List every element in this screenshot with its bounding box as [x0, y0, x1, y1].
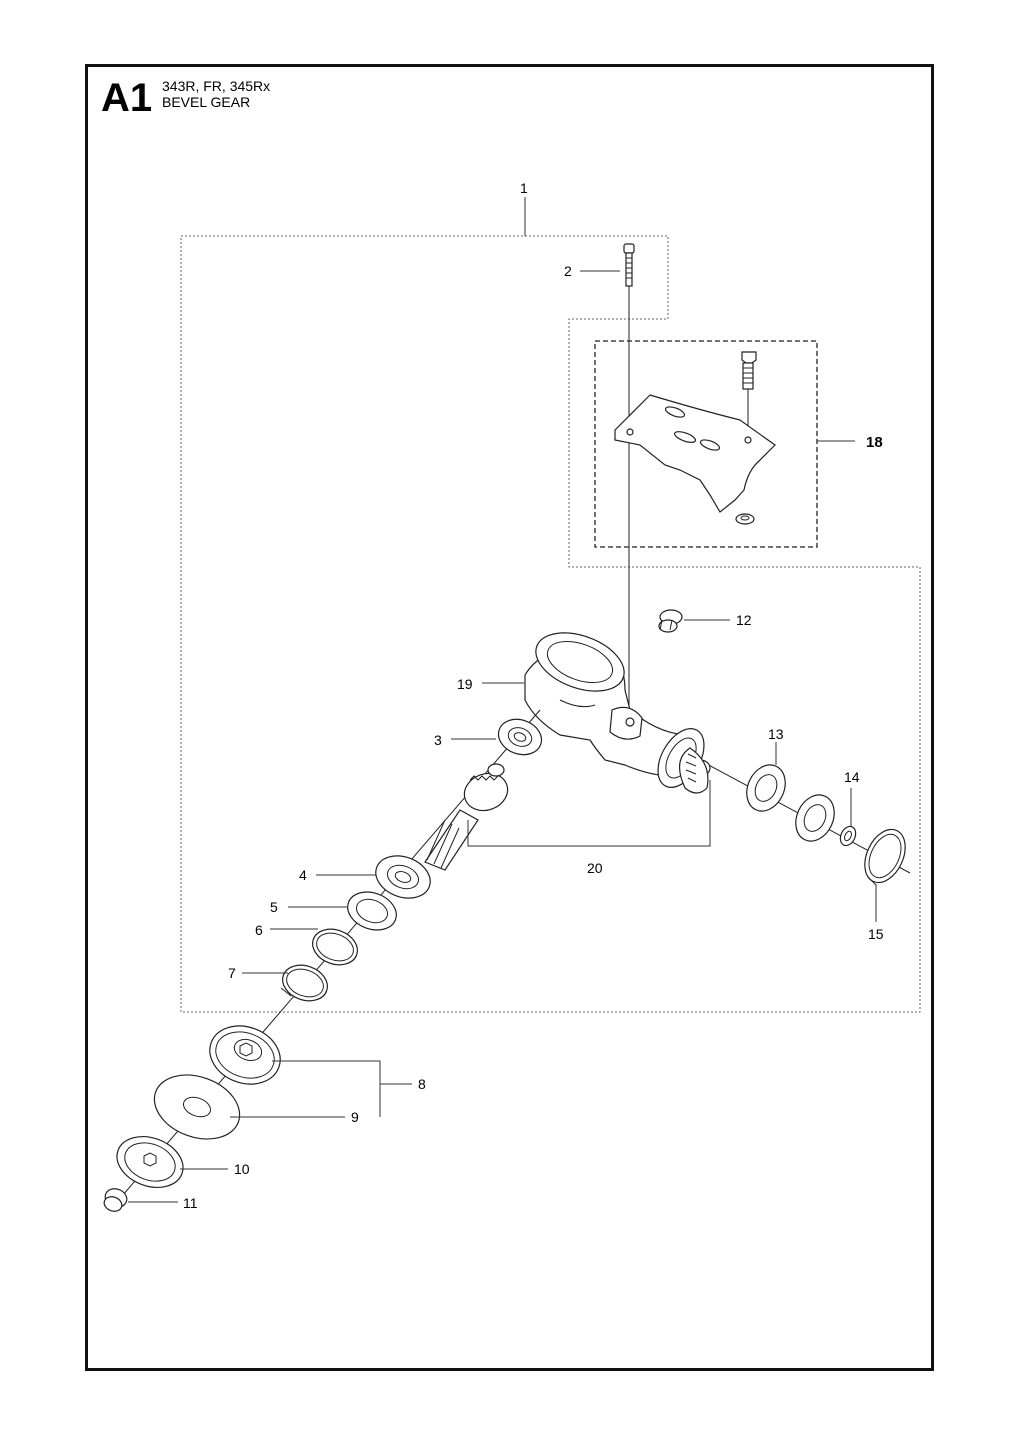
page-frame: [85, 64, 934, 1371]
callout-8: 8: [418, 1076, 426, 1092]
callout-14: 14: [844, 769, 860, 785]
callout-13: 13: [768, 726, 784, 742]
part-seal-13b: [795, 794, 835, 842]
callout-1: 1: [520, 180, 528, 196]
part-2-bolt: [623, 243, 635, 720]
part-3-bearing: [497, 718, 543, 756]
callout-3: 3: [434, 732, 442, 748]
part-11-nut: [103, 1188, 128, 1212]
callout-11: 11: [183, 1195, 198, 1211]
part-15-circlip: [864, 828, 906, 886]
callout-10: 10: [234, 1161, 250, 1177]
callout-6: 6: [255, 922, 263, 938]
callout-19: 19: [457, 676, 473, 692]
part-8-disc: [209, 1025, 281, 1085]
callout-12: 12: [736, 612, 752, 628]
part-5-seal: [347, 891, 397, 931]
part-18-guard: [614, 351, 776, 525]
part-10-flange: [116, 1136, 184, 1188]
part-7-circlip: [280, 964, 328, 1002]
part-6-ring: [312, 928, 358, 966]
kit-18-box: [594, 340, 818, 548]
callout-5: 5: [270, 899, 278, 915]
callout-9: 9: [351, 1109, 359, 1125]
callout-18: 18: [866, 434, 883, 451]
assembly-boundary: [180, 235, 921, 1013]
part-4-bearing: [375, 855, 431, 899]
callout-15: 15: [868, 926, 884, 942]
callout-4: 4: [299, 867, 307, 883]
part-20-gears: [424, 747, 711, 871]
callout-20: 20: [587, 860, 603, 876]
callout-7: 7: [228, 965, 236, 981]
part-9-cup: [153, 1074, 241, 1140]
section-id: A1: [101, 76, 153, 120]
part-14-ring: [839, 825, 857, 847]
diagram-title: BEVEL GEAR: [162, 94, 251, 110]
part-13-bearing: [746, 764, 786, 812]
callout-2: 2: [564, 263, 572, 279]
part-19-housing: [524, 632, 705, 788]
part-12-plug: [658, 609, 683, 633]
model-list: 343R, FR, 345Rx: [162, 78, 271, 94]
